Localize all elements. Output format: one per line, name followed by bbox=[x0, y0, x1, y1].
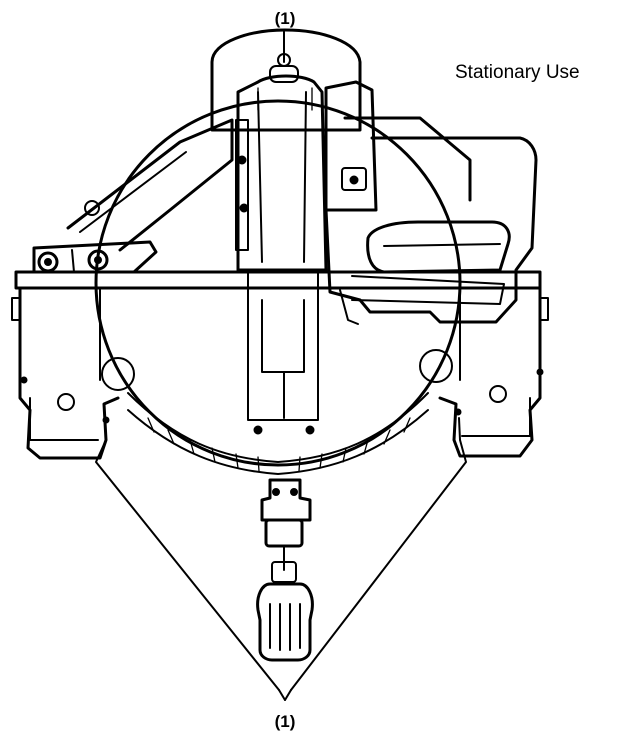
bracket-hole bbox=[84, 200, 100, 216]
saw-base bbox=[11, 270, 549, 460]
miter-scale-ticks bbox=[147, 417, 411, 472]
turntable bbox=[94, 99, 462, 475]
upper-blade-guard bbox=[210, 28, 362, 132]
rear-arm-bracket bbox=[66, 118, 234, 252]
motor-housing bbox=[235, 53, 328, 435]
caption-stationary-use: Stationary Use bbox=[455, 62, 580, 83]
mount-hole-left bbox=[102, 416, 110, 424]
handle-assembly bbox=[324, 80, 538, 325]
base-screw-left bbox=[20, 376, 28, 384]
boss-right bbox=[419, 349, 453, 383]
callout-top: (1) bbox=[275, 9, 296, 28]
bevel-clamp bbox=[32, 240, 158, 274]
boss-left bbox=[101, 357, 135, 391]
base-hole-left bbox=[57, 393, 75, 411]
base-screw-right bbox=[536, 368, 544, 376]
base-hole-right bbox=[489, 385, 507, 403]
miter-lock-handle bbox=[256, 478, 314, 662]
callout-bottom-leaders bbox=[95, 417, 467, 701]
kerf-plate-lines bbox=[257, 87, 313, 111]
right-upper-bracket bbox=[343, 116, 472, 202]
mount-hole-right bbox=[454, 408, 462, 416]
callout-bottom: (1) bbox=[275, 712, 296, 731]
